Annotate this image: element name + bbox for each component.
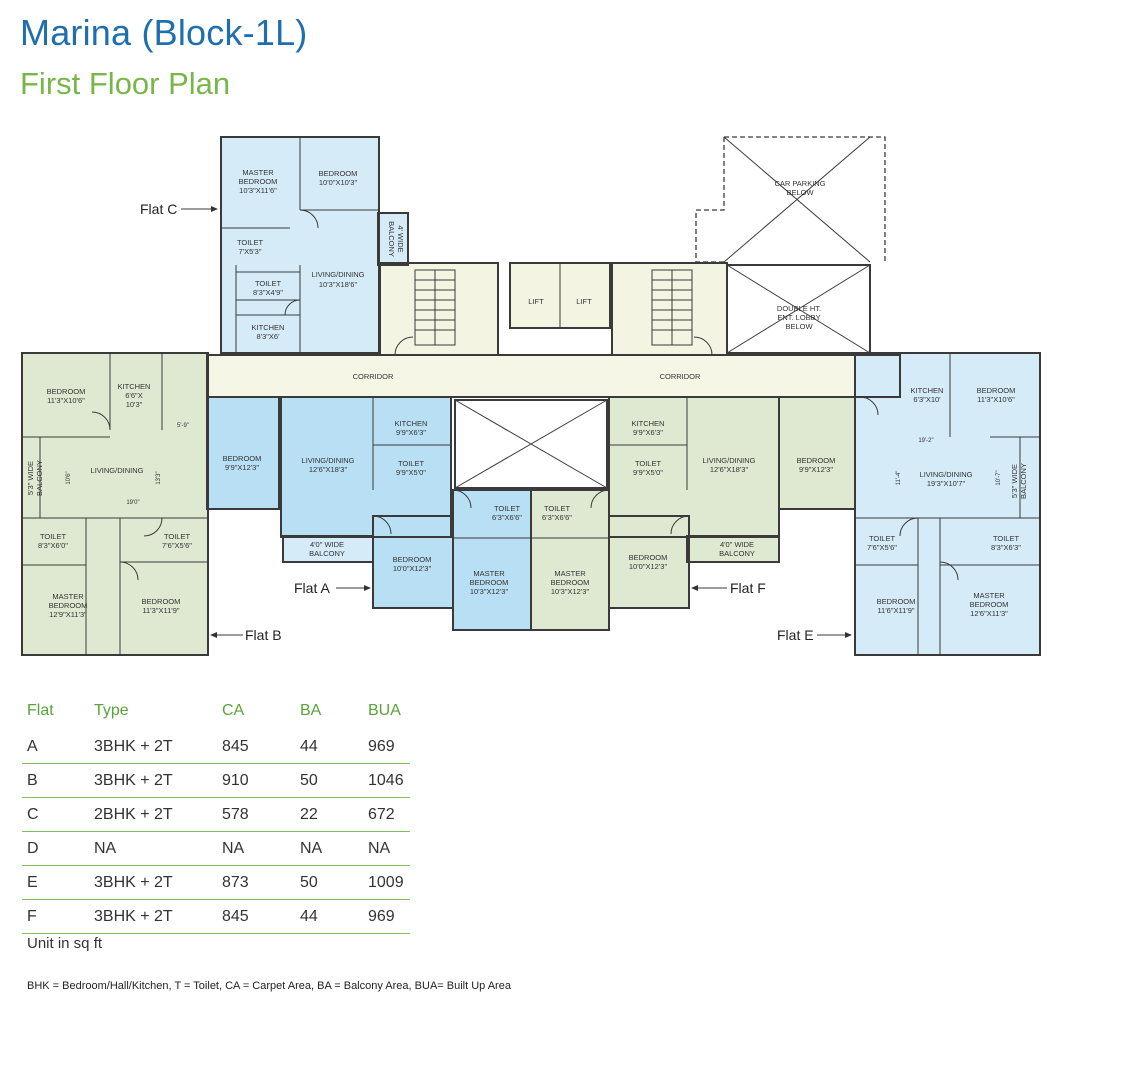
corridor-left-label: CORRIDOR [353,372,394,381]
flat-c-balcony [378,213,408,265]
col-ba: BA [300,702,322,719]
flat-a-bedroom2 [373,516,453,608]
flat-e-callout: Flat E [777,627,814,643]
flat-c-balcony-label: 4' WIDEBALCONY [387,221,405,257]
flat-b-living-label: LIVING/DINING [91,466,144,475]
flat-e-dim-1: 19'-2" [918,438,933,444]
flat-c-callout: Flat C [140,201,177,217]
flat-b-balcony-label: 5'3" WIDEBALCONY [26,460,44,496]
flat-e-area [855,353,1040,655]
legend-note: BHK = Bedroom/Hall/Kitchen, T = Toilet, … [27,980,511,992]
area-table-header: Flat Type CA BA BUA [22,700,410,730]
corridor [207,355,900,397]
corridor-right-label: CORRIDOR [660,372,701,381]
flat-b-callout: Flat B [245,627,282,643]
flat-b-dim-4: 13'3" [156,471,162,484]
page-subtitle: First Floor Plan [20,66,231,101]
col-bua: BUA [368,702,401,719]
flat-f-master [531,490,609,630]
col-ca: CA [222,702,245,719]
unit-note: Unit in sq ft [27,935,103,952]
flat-f-living [609,397,779,537]
flat-a-balcony [283,536,373,562]
flat-f-callout: Flat F [730,580,766,596]
flat-a-bedroom [207,397,279,509]
flat-b-dim-1: 5'-9" [177,423,189,429]
stair-right [612,263,727,355]
flat-callouts: Flat C Flat B Flat A Flat F Flat E [140,201,852,643]
flat-b-dim-3: 10'6" [66,471,72,484]
lift-2-label: LIFT [576,297,592,306]
flat-f-bedroom [779,397,855,509]
stair-left [380,263,498,355]
flat-a-living [281,397,451,537]
flat-e-balcony-label: 5'3" WIDEBALCONY [1010,463,1028,499]
flat-e-dim-3: 10'-7" [996,470,1002,485]
flat-f-balcony [687,536,779,562]
walls [21,136,1041,656]
col-flat: Flat [27,702,54,719]
col-type: Type [94,702,129,719]
flat-e-dim-2: 11'-4" [896,471,902,486]
flat-a-callout: Flat A [294,580,330,596]
flat-b-dim-2: 19'0" [126,500,139,506]
page-title: Marina (Block-1L) [20,12,308,53]
flat-b-area [22,353,208,655]
flat-a-master [453,490,531,630]
lift-1-label: LIFT [528,297,544,306]
